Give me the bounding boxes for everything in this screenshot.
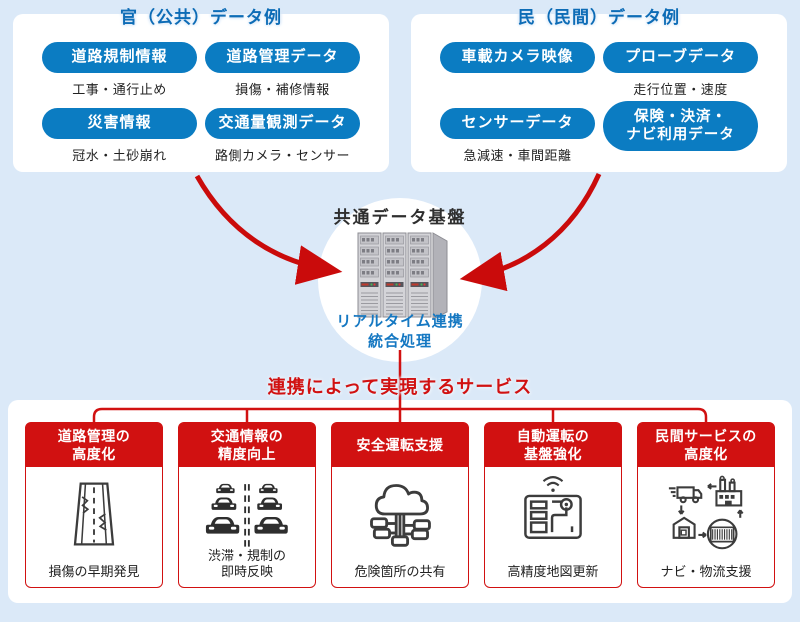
card-caption: 高精度地図更新 (507, 563, 599, 579)
cracked-road-icon (26, 473, 162, 555)
traffic-jam-icon (179, 473, 315, 555)
public-box-title: 官（公共）データ例 (120, 8, 282, 27)
caption-probe-data: 走行位置・速度 (633, 82, 728, 97)
pill-disaster-info: 災害情報 (42, 108, 197, 139)
map-update-icon (485, 473, 621, 555)
card-header: 自動運転の 基盤強化 (485, 423, 621, 467)
logistics-icon (638, 473, 774, 555)
pill-sensor-data: センサーデータ (440, 108, 595, 139)
private-box-title: 民（民間）データ例 (518, 8, 680, 27)
pill-road-regulation: 道路規制情報 (42, 42, 197, 73)
public-data-box: 官（公共）データ例 道路規制情報 工事・通行止め 道路管理データ 損傷・補修情報… (13, 8, 389, 172)
process-label: リアルタイム連携 統合処理 (336, 313, 464, 350)
card-header: 民間サービスの 高度化 (638, 423, 774, 467)
card-caption: 損傷の早期発見 (48, 563, 140, 579)
service-card-safe-driving: 安全運転支援 危険箇所の共有 (331, 422, 469, 588)
private-data-box: 民（民間）データ例 車載カメラ映像 プローブデータ 走行位置・速度 センサーデー… (411, 8, 787, 172)
card-caption: 渋滞・規制の 即時反映 (207, 547, 286, 579)
caption-disaster-info: 冠水・土砂崩れ (72, 148, 167, 163)
service-card-road-management: 道路管理の 高度化 損傷の早期発見 (25, 422, 163, 588)
service-card-autonomous-driving: 自動運転の 基盤強化 高精度地図更新 (484, 422, 622, 588)
card-caption: 危険箇所の共有 (354, 563, 446, 579)
caption-road-management: 損傷・補修情報 (235, 82, 330, 97)
cloud-network-icon (332, 473, 468, 555)
server-rack-icon (352, 228, 452, 327)
card-header: 道路管理の 高度化 (26, 423, 162, 467)
caption-sensor-data: 急減速・車間距離 (463, 148, 572, 163)
pill-insurance-nav-data: 保険・決済・ ナビ利用データ (603, 101, 758, 151)
card-header: 交通情報の 精度向上 (179, 423, 315, 467)
service-card-traffic-info: 交通情報の 精度向上 (178, 422, 316, 588)
pill-probe-data: プローブデータ (603, 42, 758, 73)
card-caption: ナビ・物流支援 (660, 563, 752, 579)
pill-onboard-camera: 車載カメラ映像 (440, 42, 595, 73)
services-title: 連携によって実現するサービス (267, 377, 533, 397)
service-card-private-services: 民間サービスの 高度化 (637, 422, 775, 588)
caption-road-regulation: 工事・通行止め (72, 82, 167, 97)
pill-road-management: 道路管理データ (205, 42, 360, 73)
card-header: 安全運転支援 (332, 423, 468, 467)
caption-traffic-volume: 路側カメラ・センサー (214, 148, 350, 163)
pill-traffic-volume: 交通量観測データ (205, 108, 360, 139)
platform-title: 共通データ基盤 (333, 208, 467, 227)
